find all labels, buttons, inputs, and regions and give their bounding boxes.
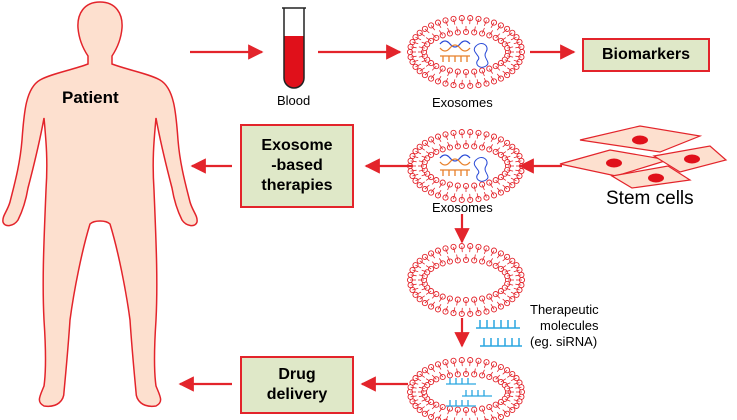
biomarkers-label: Biomarkers bbox=[601, 46, 691, 63]
therapeutic-label-line2: molecules bbox=[540, 318, 599, 333]
blood-tube-icon bbox=[282, 7, 306, 89]
drug-delivery-box: Drug delivery bbox=[240, 356, 354, 414]
exosome-therapies-box: Exosome -based therapies bbox=[240, 124, 354, 208]
empty-vesicle-icon bbox=[406, 243, 526, 317]
exosome-vesicle-icon bbox=[406, 129, 526, 203]
blood-label: Blood bbox=[277, 93, 311, 108]
drug-label-line2: delivery bbox=[266, 386, 328, 403]
exosome-cargo-icon bbox=[439, 154, 489, 182]
drug-label-line1: Drug bbox=[278, 366, 316, 383]
exosomes-mid-label: Exosomes bbox=[432, 200, 493, 215]
therapeutic-label-line1: Therapeutic bbox=[530, 302, 599, 317]
therapies-label-line1: Exosome bbox=[261, 137, 333, 154]
stem-cells-icon bbox=[559, 125, 728, 189]
therapies-label-line2: -based bbox=[271, 157, 323, 174]
therapies-label-line3: therapies bbox=[261, 177, 333, 194]
loaded-vesicle-icon bbox=[406, 357, 526, 420]
exosomes-top-label: Exosomes bbox=[432, 95, 493, 110]
patient-label: Patient bbox=[62, 88, 119, 107]
biomarkers-box: Biomarkers bbox=[582, 38, 710, 72]
patient-body bbox=[2, 1, 198, 408]
sirna-molecule-icon bbox=[476, 320, 522, 347]
stem-cells-label: Stem cells bbox=[606, 188, 694, 209]
sirna-cargo-icon bbox=[446, 378, 492, 407]
exosome-vesicle-icon bbox=[406, 15, 526, 89]
exosome-cargo-icon bbox=[439, 40, 489, 68]
therapeutic-label-line3: (eg. siRNA) bbox=[530, 334, 598, 349]
